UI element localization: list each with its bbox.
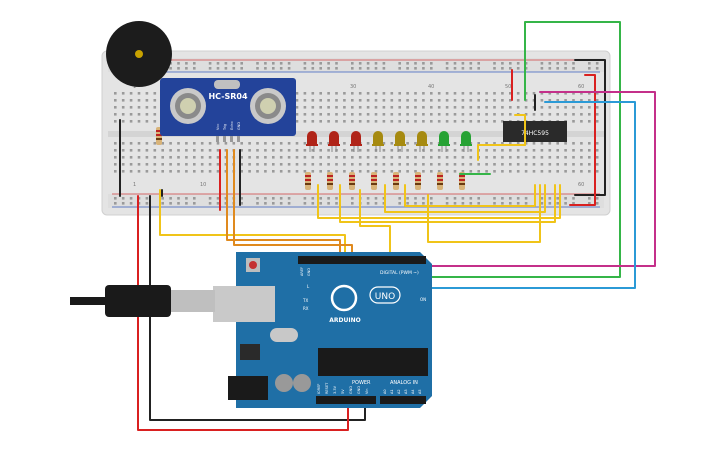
- analog-pin-label: A2: [397, 389, 401, 394]
- wire-yellow[interactable]: [359, 189, 391, 263]
- sensor-pin-label: Trig: [223, 124, 227, 131]
- l-label: L: [307, 284, 310, 289]
- wire-yellow[interactable]: [514, 114, 526, 146]
- wire-orange-echo[interactable]: [226, 149, 341, 263]
- analog-pin-label: A5: [418, 389, 422, 394]
- digital-header[interactable]: [298, 256, 426, 264]
- analog-pin-label: A1: [390, 389, 394, 394]
- resistor[interactable]: [393, 172, 399, 190]
- power-pin-label: RESET: [325, 382, 329, 394]
- analog-label: ANALOG IN: [390, 380, 418, 386]
- wire-yellow[interactable]: [404, 184, 536, 207]
- sensor-pin-label: GND: [237, 122, 241, 130]
- wire-yellow[interactable]: [477, 144, 526, 161]
- wire-yellow-trig[interactable]: [159, 189, 346, 263]
- column-number: 30: [350, 84, 356, 90]
- led[interactable]: [350, 131, 362, 152]
- usb-connector[interactable]: [213, 286, 275, 322]
- column-number: 1: [133, 84, 136, 90]
- resistor[interactable]: [349, 172, 355, 190]
- capacitor: [275, 374, 293, 392]
- led[interactable]: [438, 131, 450, 152]
- arduino-logo: [330, 284, 358, 312]
- brand-label: ARDUINO: [329, 317, 360, 324]
- led[interactable]: [328, 131, 340, 152]
- usb-cable: [70, 285, 215, 317]
- analog-pin-label: A0: [383, 389, 387, 394]
- piezo-buzzer[interactable]: [106, 21, 172, 87]
- arduino-uno-board[interactable]: ARDUINO UNO DIGITAL (PWM ~) POWER ANALOG…: [213, 252, 432, 408]
- column-number: 60: [578, 182, 584, 188]
- wire-red[interactable]: [569, 74, 596, 206]
- column-number: 50: [505, 84, 511, 90]
- wire-yellow[interactable]: [427, 184, 541, 243]
- power-header[interactable]: [316, 396, 376, 404]
- wire-yellow[interactable]: [339, 184, 556, 223]
- analog-header[interactable]: [380, 396, 426, 404]
- led[interactable]: [416, 131, 428, 152]
- rx-label: RX: [303, 306, 309, 311]
- capacitor: [293, 374, 311, 392]
- crystal: [270, 328, 298, 342]
- shift-register-chip[interactable]: 74HC595: [503, 121, 567, 142]
- column-number: 1: [133, 182, 136, 188]
- resistor-array: [305, 172, 465, 190]
- led[interactable]: [372, 131, 384, 152]
- power-pin-label: 3.3V: [333, 385, 337, 394]
- sensor-pin-label: Vcc: [216, 124, 220, 130]
- resistor[interactable]: [415, 172, 421, 190]
- regulator: [240, 344, 260, 360]
- model-label: UNO: [375, 292, 395, 302]
- led[interactable]: [394, 131, 406, 152]
- resistor[interactable]: [371, 172, 377, 190]
- column-number: 10: [200, 182, 206, 188]
- wire-yellow[interactable]: [317, 184, 561, 219]
- crystal: [214, 80, 240, 89]
- chip-label: 74HC595: [521, 130, 549, 137]
- column-number: 60: [578, 84, 584, 90]
- tx-label: TX: [302, 298, 308, 303]
- ultrasonic-sensor[interactable]: HC-SR04 Vcc Trig Echo GND: [160, 78, 296, 142]
- resistor[interactable]: [437, 172, 443, 190]
- aref-label: AREF: [300, 267, 304, 276]
- power-pin-label: Vin: [365, 388, 369, 394]
- analog-pin-label: A4: [411, 389, 415, 394]
- column-number: 40: [428, 84, 434, 90]
- resistor[interactable]: [305, 172, 311, 190]
- wire-black[interactable]: [574, 59, 606, 196]
- led[interactable]: [306, 131, 318, 152]
- power-pin-label: 5V: [341, 389, 345, 394]
- power-pin-label: GND: [349, 386, 353, 394]
- wire-yellow[interactable]: [384, 184, 546, 213]
- resistor[interactable]: [327, 172, 333, 190]
- power-jack[interactable]: [228, 376, 268, 400]
- led[interactable]: [460, 131, 472, 152]
- sensor-pin-label: Echo: [230, 122, 234, 131]
- power-pin-label: GND: [357, 386, 361, 394]
- power-label: POWER: [352, 380, 371, 386]
- sensor-label: HC-SR04: [208, 92, 248, 101]
- power-pin-label: IOREF: [317, 384, 321, 394]
- atmega-chip: [318, 348, 428, 376]
- analog-pin-label: A3: [404, 389, 408, 394]
- digital-label: DIGITAL (PWM ~): [380, 270, 419, 276]
- power-pin-labels: IOREF RESET 3.3V 5V GND GND Vin: [317, 382, 369, 394]
- resistor[interactable]: [459, 172, 465, 190]
- led-array: [306, 131, 472, 152]
- gnd-label: GND: [307, 268, 311, 276]
- on-label: ON: [420, 297, 426, 302]
